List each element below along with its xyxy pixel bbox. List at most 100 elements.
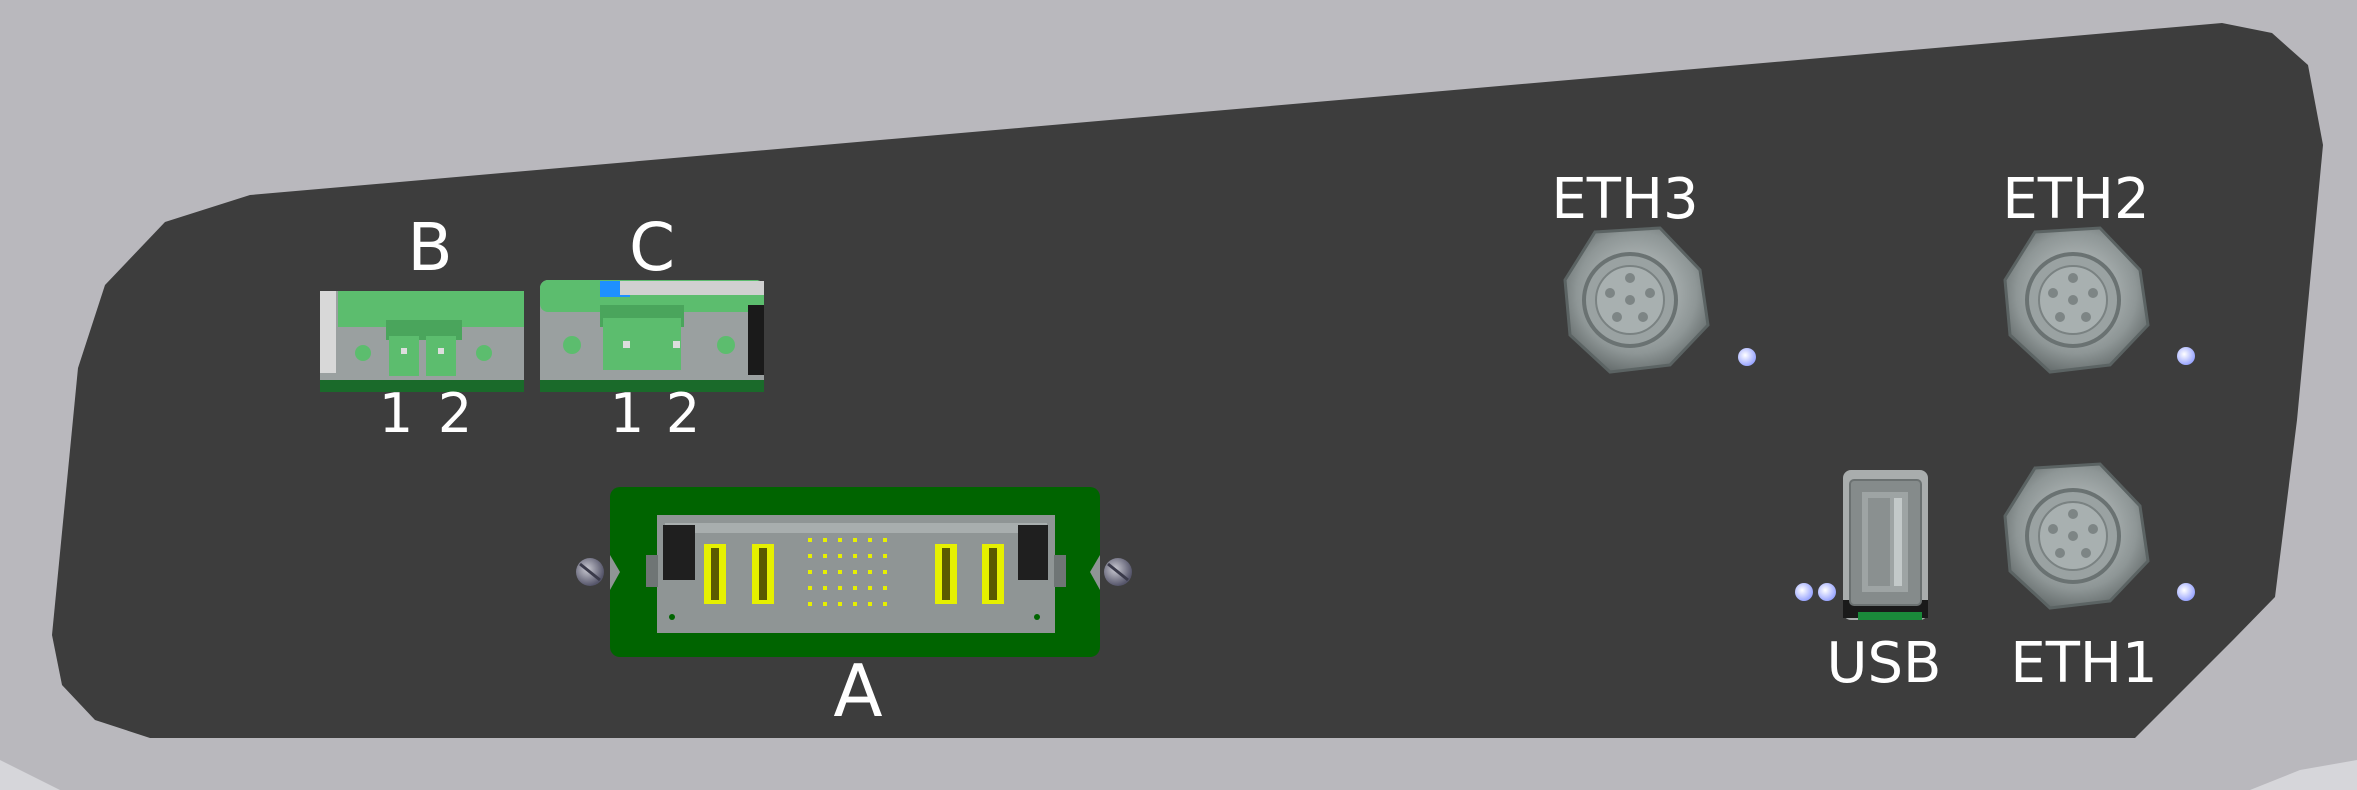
connector-a-power-pin-1-core bbox=[711, 548, 719, 600]
label-b-pin1: 1 bbox=[379, 382, 413, 445]
connector-a-notch-left bbox=[610, 555, 620, 590]
eth2-pin bbox=[2068, 273, 2078, 283]
usb-contacts bbox=[1894, 498, 1902, 586]
eth3-port bbox=[1563, 226, 1710, 374]
connector-a-signal-pin bbox=[823, 602, 827, 606]
terminal-b-side bbox=[320, 291, 336, 373]
eth1-pin bbox=[2068, 509, 2078, 519]
label-connector-a: A bbox=[833, 649, 882, 733]
terminal-b-pin2-housing bbox=[426, 336, 456, 376]
connector-a-signal-pin bbox=[838, 570, 842, 574]
connector-a-signal-pin bbox=[868, 602, 872, 606]
terminal-b-pin1-housing bbox=[389, 336, 419, 376]
connector-a-signal-pin bbox=[868, 570, 872, 574]
connector-a-notch-right bbox=[1090, 555, 1100, 590]
connector-a-signal-pin bbox=[868, 538, 872, 542]
indicator-led-icon bbox=[1795, 583, 1813, 601]
terminal-block-c bbox=[540, 280, 764, 392]
terminal-c-side bbox=[748, 305, 764, 375]
connector-a bbox=[610, 487, 1100, 657]
connector-a-signal-pin bbox=[838, 538, 842, 542]
connector-a-slot-left bbox=[663, 525, 695, 580]
connector-a-signal-pin bbox=[838, 554, 842, 558]
eth3-pin bbox=[1645, 288, 1655, 298]
terminal-c-pin1 bbox=[623, 341, 630, 348]
connector-a-signal-pin bbox=[823, 586, 827, 590]
eth1-pin bbox=[2048, 524, 2058, 534]
connector-a-signal-pin bbox=[838, 586, 842, 590]
connector-a-signal-pins bbox=[808, 538, 887, 606]
connector-a-signal-pin bbox=[883, 602, 887, 606]
eth2-pin bbox=[2048, 288, 2058, 298]
connector-a-signal-pin bbox=[883, 570, 887, 574]
connector-a-signal-pin bbox=[868, 586, 872, 590]
eth2-pin bbox=[2081, 312, 2091, 322]
terminal-c-screw-right bbox=[717, 336, 735, 354]
terminal-c-plug bbox=[603, 318, 681, 370]
terminal-block-b bbox=[320, 291, 524, 392]
connector-a-signal-pin bbox=[838, 602, 842, 606]
label-usb: USB bbox=[1827, 631, 1942, 696]
connector-a-signal-pin bbox=[853, 602, 857, 606]
eth2-port bbox=[2003, 226, 2150, 374]
eth1-pin bbox=[2055, 548, 2065, 558]
terminal-c-top-edge bbox=[620, 281, 764, 295]
terminal-b-screw-right bbox=[476, 345, 492, 361]
connector-a-signal-pin bbox=[823, 538, 827, 542]
label-c-pin1: 1 bbox=[610, 382, 644, 445]
terminal-c-pcb bbox=[540, 380, 764, 392]
usb-port bbox=[1843, 470, 1928, 620]
background-bottom-right bbox=[2250, 760, 2357, 790]
connector-a-signal-pin bbox=[808, 570, 812, 574]
terminal-b-ridge bbox=[386, 320, 462, 340]
connector-a-signal-pin bbox=[883, 586, 887, 590]
label-eth1: ETH1 bbox=[2010, 631, 2157, 696]
label-eth2: ETH2 bbox=[2002, 167, 2149, 232]
eth3-pin bbox=[1638, 312, 1648, 322]
connector-a-signal-pin bbox=[808, 602, 812, 606]
connector-a-latch-right bbox=[1054, 555, 1066, 587]
eth1-port bbox=[2003, 462, 2150, 610]
eth3-pin bbox=[1625, 273, 1635, 283]
connector-a-shell-top bbox=[665, 523, 1047, 533]
eth1-pin bbox=[2068, 531, 2078, 541]
connector-a-mark-right bbox=[1034, 614, 1040, 620]
indicator-led-icon bbox=[2177, 583, 2195, 601]
connector-a-signal-pin bbox=[808, 586, 812, 590]
eth3-pin bbox=[1625, 295, 1635, 305]
label-c-pin2: 2 bbox=[666, 382, 700, 445]
label-connector-c: C bbox=[629, 209, 675, 286]
terminal-c-screw-left bbox=[563, 336, 581, 354]
connector-a-power-pin-3-core bbox=[942, 548, 950, 600]
indicator-led-icon bbox=[1818, 583, 1836, 601]
connector-a-signal-pin bbox=[853, 538, 857, 542]
indicator-led-icon bbox=[1738, 348, 1756, 366]
eth2-pin bbox=[2055, 312, 2065, 322]
connector-a-slot-right bbox=[1018, 525, 1048, 580]
connector-a-signal-pin bbox=[868, 554, 872, 558]
terminal-c-pin2 bbox=[673, 341, 680, 348]
connector-a-signal-pin bbox=[823, 554, 827, 558]
usb-pcb bbox=[1858, 612, 1922, 620]
terminal-b-pcb bbox=[320, 380, 524, 392]
connector-a-signal-pin bbox=[883, 554, 887, 558]
connector-a-power-pin-4-core bbox=[989, 548, 997, 600]
indicator-led-icon bbox=[2177, 347, 2195, 365]
connector-a-mark-left bbox=[669, 614, 675, 620]
connector-a-signal-pin bbox=[853, 570, 857, 574]
eth1-pin bbox=[2088, 524, 2098, 534]
label-b-pin2: 2 bbox=[438, 382, 472, 445]
connector-a-signal-pin bbox=[808, 554, 812, 558]
connector-a-signal-pin bbox=[823, 570, 827, 574]
connector-a-latch-left bbox=[646, 555, 658, 587]
eth3-pin bbox=[1605, 288, 1615, 298]
screw-slot-left bbox=[579, 562, 601, 582]
eth2-pin bbox=[2068, 295, 2078, 305]
label-connector-b: B bbox=[407, 209, 452, 286]
eth2-pin bbox=[2088, 288, 2098, 298]
terminal-b-screw-left bbox=[355, 345, 371, 361]
connector-a-signal-pin bbox=[808, 538, 812, 542]
screw-slot-right bbox=[1107, 562, 1129, 582]
eth3-pin bbox=[1612, 312, 1622, 322]
label-eth3: ETH3 bbox=[1551, 167, 1698, 232]
